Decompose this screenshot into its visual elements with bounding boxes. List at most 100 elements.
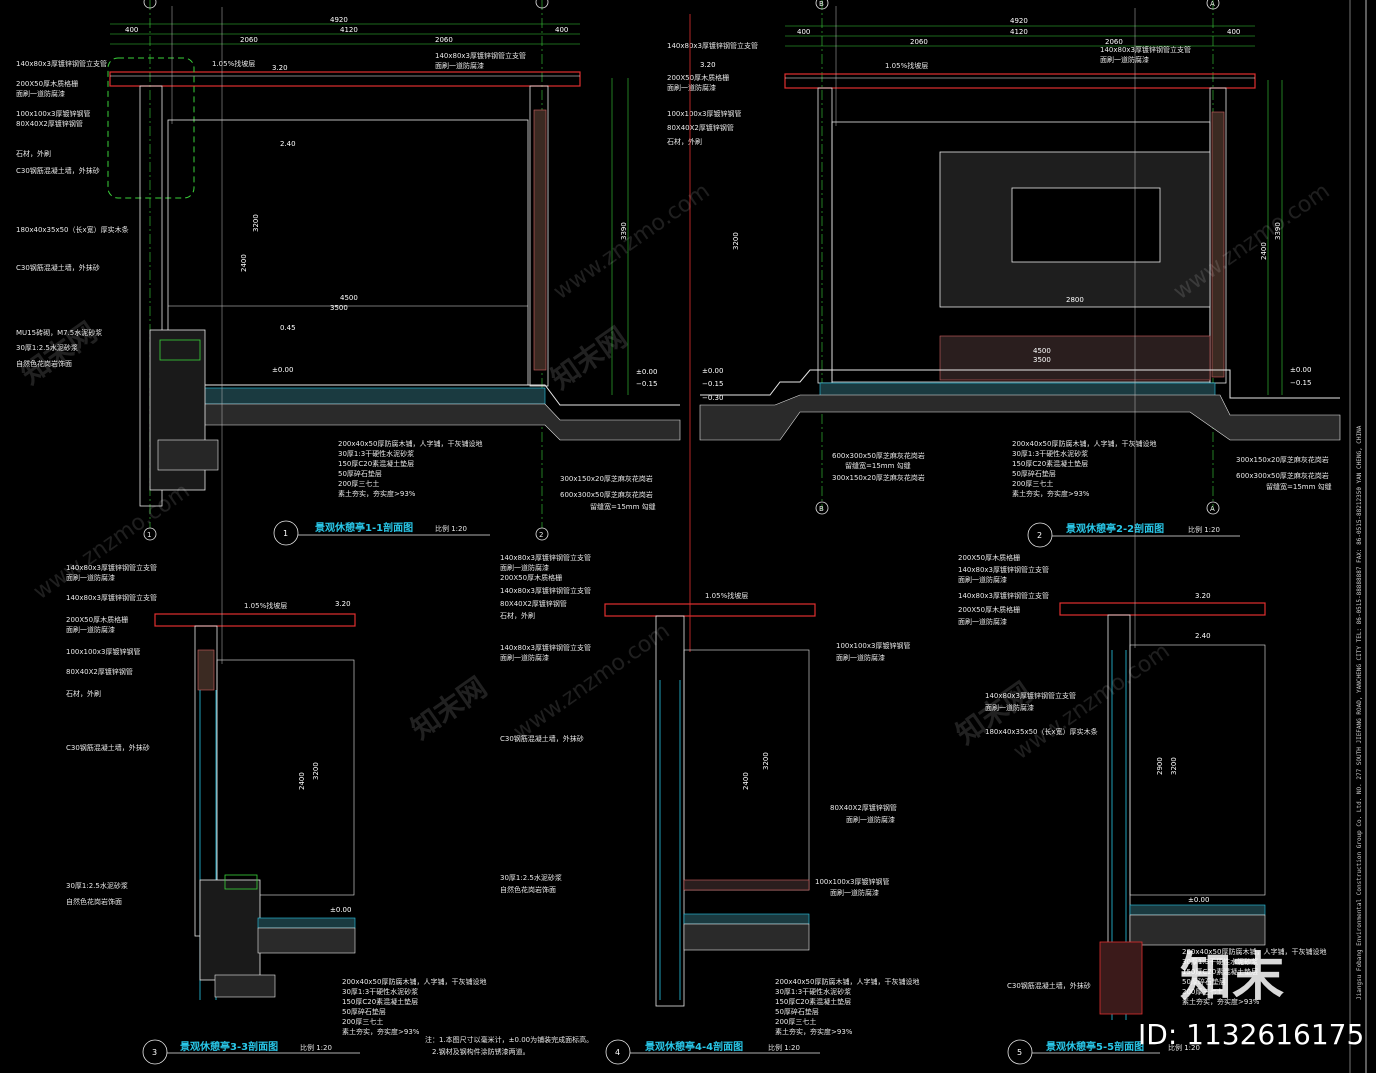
s1-note-beam-r: 140x80x3厚镀锌钢管立支管: [435, 51, 526, 60]
layer-note: 150厚C20素混凝土垫层: [775, 997, 851, 1006]
s5-note-beam3: 140x80x3厚镀锌钢管立支管: [985, 691, 1076, 700]
s2-note-joint-r: 留缝宽=15mm 勾缝: [1266, 482, 1332, 491]
s4-note-beam3: 140x80x3厚镀锌钢管立支管: [500, 643, 591, 652]
s3-note-beam: 140x80x3厚镀锌钢管立支管: [66, 563, 157, 572]
s1-title-number: 1: [283, 529, 288, 538]
s4-note-bamboo: 200X50厚木质格栅: [500, 573, 562, 582]
layer-note: 素土夯实，夯实度>93%: [1182, 997, 1260, 1006]
s1-note-beam: 140x80x3厚镀锌钢管立支管: [16, 59, 107, 68]
s4-note-paint-r: 面刷一道防腐漆: [836, 653, 885, 662]
s3-scale: 比例 1:20: [300, 1043, 332, 1052]
s2-elev-m015: −0.15: [702, 380, 723, 388]
s4-note-paint-r2: 面刷一道防腐漆: [846, 815, 895, 824]
s1-elev-045: 0.45: [280, 324, 296, 332]
s2-elev-000-r: ±0.00: [1290, 366, 1311, 374]
s4-note-pipe100-r: 100x100x3厚镀锌钢管: [815, 877, 889, 886]
s5-note-beam: 140x80x3厚镀锌钢管立支管: [958, 565, 1049, 574]
s5-dim-2900: 2900: [1156, 757, 1164, 775]
s3-note-stone: 石材，外刷: [66, 689, 101, 698]
s3-dim-2400: 2400: [298, 772, 306, 790]
s2-dim-3200: 3200: [732, 232, 740, 250]
layer-note: 150厚C20素混凝土垫层: [1012, 459, 1088, 468]
sidebar-company-text: Jiangsu Fobang Environmental Constructio…: [1356, 425, 1363, 1000]
layer-note: 50厚碎石垫层: [775, 1007, 819, 1016]
watermark-brand-2: 知末网: [545, 321, 633, 396]
s2-roof-slope: 1.05%找坡层: [885, 61, 928, 70]
s1-note-finish: 自然色花岗岩饰面: [16, 359, 72, 368]
s1-scale: 比例 1:20: [435, 524, 467, 533]
layer-note: 150厚C20素混凝土垫层: [338, 459, 414, 468]
s1-note-pillar: 180x40x35x50（长x宽）厚实木条: [16, 225, 129, 234]
section-3-drawing: 1.05%找坡层 3.20 ±0.00 3200 2400 140x80x3厚镀…: [66, 7, 486, 1065]
s5-title-number: 5: [1017, 1048, 1022, 1057]
s2-dim-mid: 4120: [1010, 28, 1028, 36]
layer-note: 50厚碎石垫层: [338, 469, 382, 478]
s1-note-mortar: 30厚1:2.5水泥砂浆: [16, 343, 78, 352]
layer-note: 200x40x50厚防腐木铺，人字铺，干灰铺设地: [342, 977, 486, 986]
layer-note: 30厚1:3干硬性水泥砂浆: [342, 987, 418, 996]
axis-1-bottom: 1: [147, 531, 151, 539]
s3-title-number: 3: [152, 1048, 157, 1057]
s2-title-number: 2: [1037, 531, 1042, 540]
s2-note-beam-r: 140x80x3厚镀锌钢管立支管: [1100, 45, 1191, 54]
s2-dim-half-a: 2060: [910, 38, 928, 46]
s1-dim-right-off: 400: [555, 26, 568, 34]
s5-note-paint3: 面刷一道防腐漆: [985, 703, 1034, 712]
s2-dim-2400: 2400: [1260, 242, 1268, 260]
s3-note-bamboo: 200X50厚木质格栅: [66, 615, 128, 624]
s1-dim-mid: 4120: [340, 26, 358, 34]
s5-title: 景观休憩亭5-5剖面图: [1046, 1040, 1144, 1053]
section-5-drawing: 3.20 ±0.00 2.40 3200 2900 200X50厚木质格栅 14…: [958, 8, 1326, 1065]
s4-dim-3200: 3200: [762, 752, 770, 770]
s2-elev-m015-r: −0.15: [1290, 379, 1311, 387]
watermark-logo: 知末: [1180, 948, 1284, 1008]
s5-note-beam2: 140x80x3厚镀锌钢管立支管: [958, 591, 1049, 600]
s1-note-joint: 留缝宽=15mm 勾缝: [590, 502, 656, 511]
s3-note-paint2: 面刷一道防腐漆: [66, 625, 115, 634]
layer-note: 150厚C20素混凝土垫层: [1182, 967, 1258, 976]
s5-note-bamboo2: 200X50厚木质格栅: [958, 605, 1020, 614]
s4-note-mortar: 30厚1:2.5水泥砂浆: [500, 873, 562, 882]
layer-note: 200厚三七土: [1182, 987, 1223, 996]
layer-note: 素土夯实，夯实度>93%: [775, 1027, 853, 1036]
s4-note-pipe80-r: 80X40X2厚镀锌钢管: [830, 803, 897, 812]
s4-title: 景观休憩亭4-4剖面图: [645, 1040, 743, 1053]
section-2-drawing: B A B A 4920 400 4120 400 2060 2060 1.05…: [667, 0, 1341, 548]
s4-note-paint-r3: 面刷一道防腐漆: [830, 888, 879, 897]
s4-note-pipe80: 80X40X2厚镀锌钢管: [500, 599, 567, 608]
s3-elev-000: ±0.00: [330, 906, 351, 914]
s1-note-mu15: MU15砖砌，M7.5水泥砂浆: [16, 328, 102, 337]
s1-dim-3390: 3390: [620, 222, 628, 240]
s5-note-c30: C30钢筋混凝土墙，外抹砂: [1007, 981, 1091, 990]
s2-title: 景观休憩亭2-2剖面图: [1066, 522, 1164, 535]
s1-dim-span: 4500: [340, 294, 358, 302]
layer-note: 50厚碎石垫层: [342, 1007, 386, 1016]
s2-note-stone-edge-r: 600x300x50厚芝麻灰花岗岩: [1236, 471, 1329, 480]
s3-note-pipe100: 100x100x3厚镀锌钢管: [66, 647, 140, 656]
s3-note-mortar: 30厚1:2.5水泥砂浆: [66, 881, 128, 890]
s4-roof-slope: 1.05%找坡层: [705, 591, 748, 600]
axis-A-top: A: [1210, 0, 1215, 8]
s2-elev-320: 3.20: [700, 61, 716, 69]
layer-note: 150厚C20素混凝土垫层: [342, 997, 418, 1006]
s2-note-pipe100: 100x100x3厚镀锌钢管: [667, 109, 741, 118]
s1-note-stone: 石材，外刷: [16, 149, 51, 158]
s1-dim-half-b: 2060: [435, 36, 453, 44]
layer-note: 200x40x50厚防腐木铺，人字铺，干灰铺设地: [775, 977, 919, 986]
s4-layer-notes: 200x40x50厚防腐木铺，人字铺，干灰铺设地30厚1:3干硬性水泥砂浆150…: [775, 977, 919, 1036]
layer-note: 素土夯实，夯实度>93%: [342, 1027, 420, 1036]
section-1-drawing: 1 2 4920 400 4120 400 2060 2060 1.05%找坡层…: [16, 0, 681, 546]
s5-note-pillar: 180x40x35x50（长x宽）厚实木条: [985, 727, 1098, 736]
layer-note: 200厚三七土: [342, 1017, 383, 1026]
s4-note-c30: C30钢筋混凝土墙，外抹砂: [500, 734, 584, 743]
layer-note: 200x40x50厚防腐木铺，人字铺，干灰铺设地: [1182, 947, 1326, 956]
watermark-site-4: www.znzmo.com: [509, 619, 674, 745]
s2-dim-overall: 4920: [1010, 17, 1028, 25]
axis-B-top: B: [819, 0, 824, 8]
s4-dim-2400: 2400: [742, 772, 750, 790]
watermark-id: ID: 1132616175: [1138, 1018, 1364, 1051]
axis-2-bottom: 2: [539, 531, 543, 539]
s3-roof-slope: 1.05%找坡层: [244, 601, 287, 610]
s4-note-pipe100: 100x100x3厚镀锌钢管: [836, 641, 910, 650]
